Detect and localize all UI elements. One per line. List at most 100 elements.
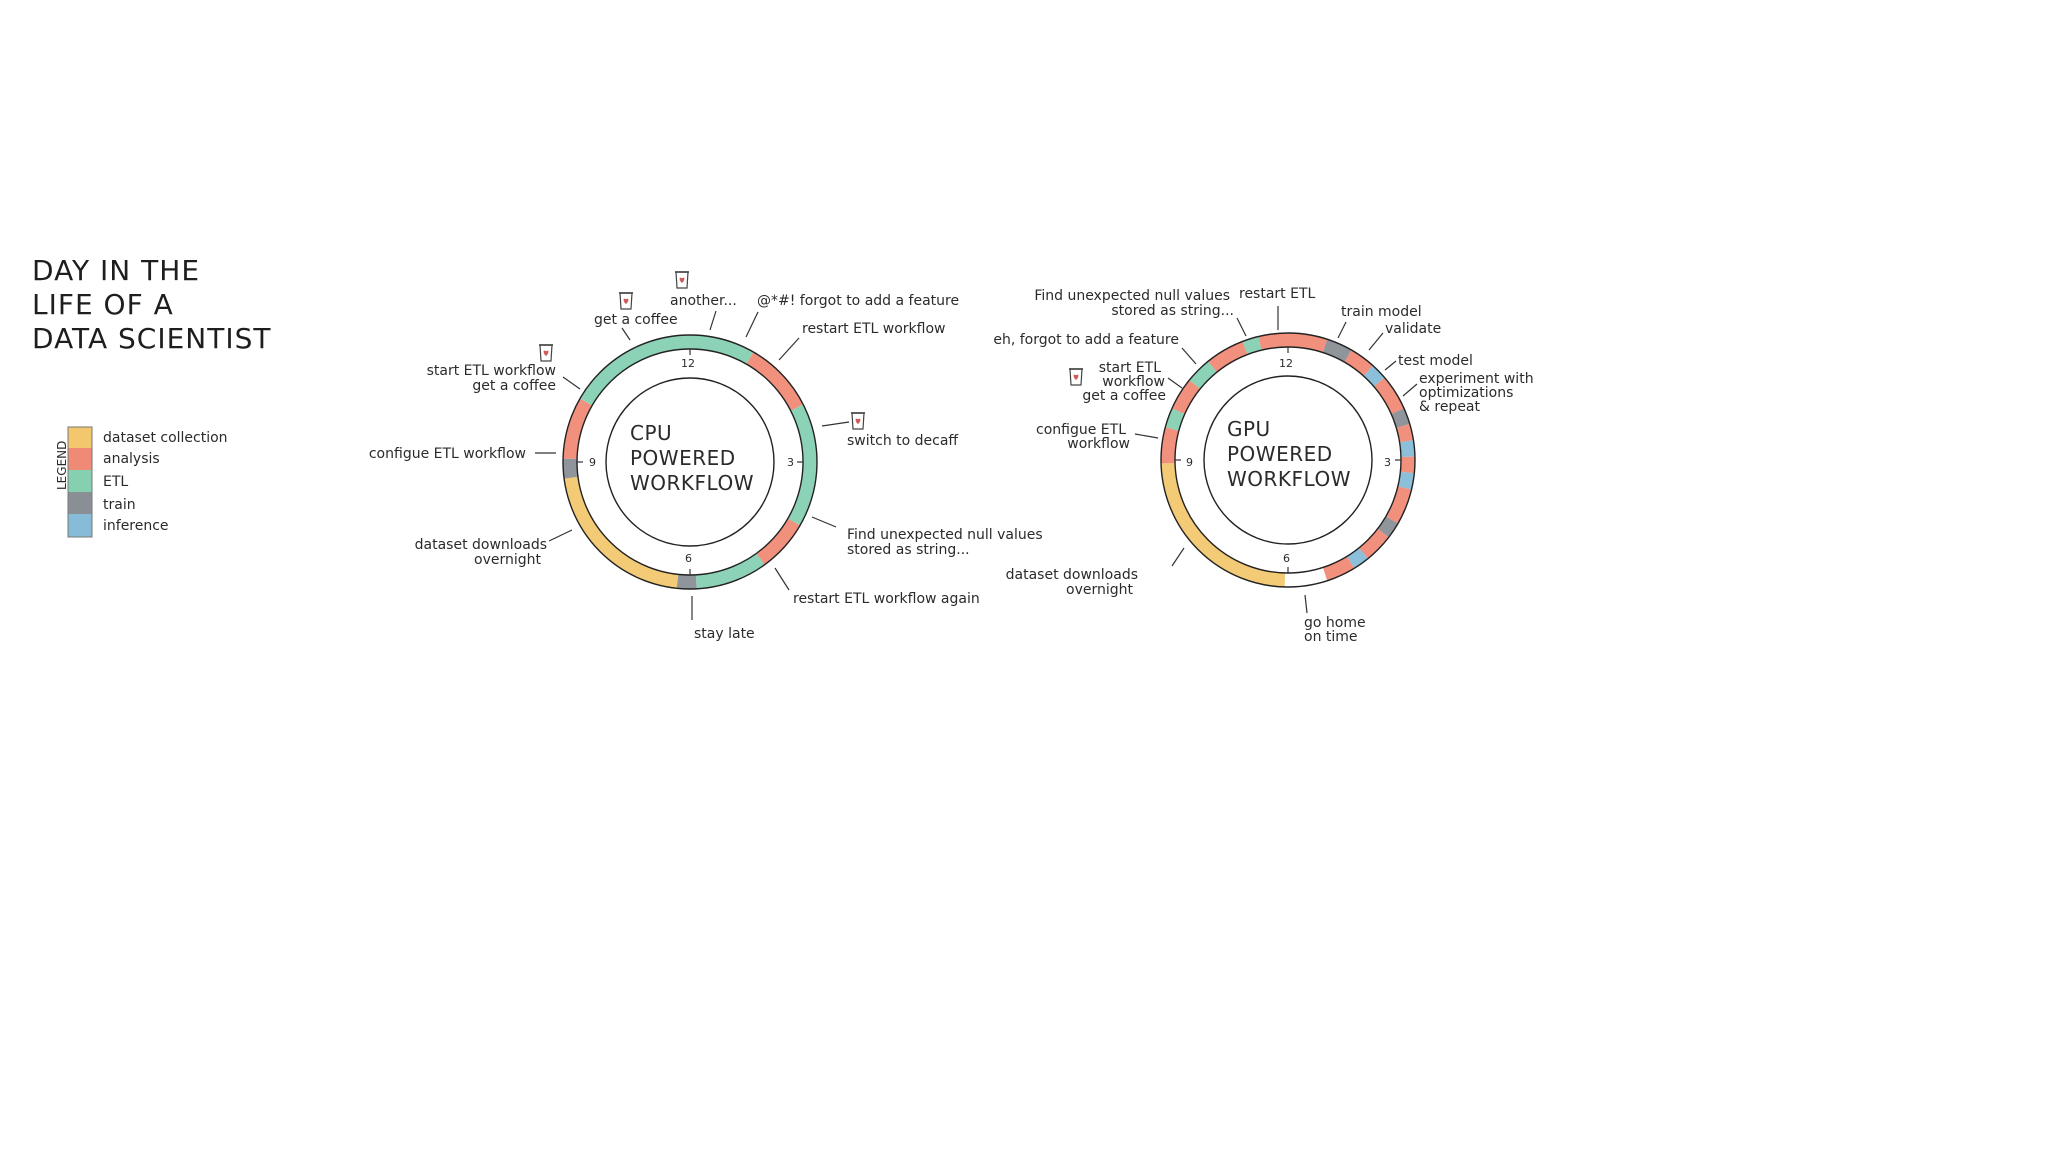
cpu-note-configure-etl: configue ETL workflow <box>369 446 526 462</box>
cpu-segment-etl <box>580 335 690 406</box>
cpu-leader-switch-decaff <box>821 421 850 427</box>
cpu-note-downloads-line-2: overnight <box>474 552 541 568</box>
gpu-segment-analysis <box>1359 528 1389 559</box>
cpu-clock-outer-ring <box>562 334 818 590</box>
gpu-tick-6: 6 <box>1283 552 1290 565</box>
gpu-note-restart-etl: restart ETL <box>1239 286 1316 302</box>
gpu-note-train-model: train model <box>1341 304 1422 320</box>
gpu-note-validate: validate <box>1385 321 1441 337</box>
gpu-tick-12: 12 <box>1279 357 1293 370</box>
gpu-note-start-etl-line-1: start ETL <box>1099 360 1161 376</box>
legend-label-inference: inference <box>103 518 169 534</box>
cpu-note-start-etl-line-2: get a coffee <box>472 378 556 394</box>
cpu-note-get-coffee: get a coffee <box>594 312 678 328</box>
legend-swatch-etl <box>68 470 92 492</box>
legend-label-dataset-collection: dataset collection <box>103 430 228 446</box>
gpu-note-configure-etl-line-1: configue ETL <box>1036 422 1126 438</box>
cpu-segment-etl <box>690 335 754 365</box>
coffee-cup-icon <box>538 344 554 362</box>
cpu-segment-train <box>676 574 697 589</box>
infographic-canvas: DAY IN THE LIFE OF A DATA SCIENTIST LEGE… <box>32 254 1534 645</box>
legend-label-analysis: analysis <box>103 451 160 467</box>
cpu-center-line-2: POWERED <box>630 446 736 470</box>
gpu-segment-etl <box>1242 336 1262 355</box>
cpu-clock-center-circle <box>605 377 775 547</box>
cpu-note-start-etl-line-1: start ETL workflow <box>427 363 556 379</box>
cpu-segment-etl <box>787 404 818 526</box>
cpu-center-line-3: WORKFLOW <box>630 471 754 495</box>
gpu-clock-outer-ring <box>1160 332 1416 588</box>
gpu-leader-start-etl <box>1167 377 1183 389</box>
legend-swatch-train <box>68 492 92 514</box>
legend-label-train: train <box>103 497 136 513</box>
cpu-leader-restart-again <box>774 567 790 591</box>
coffee-cup-icon <box>1068 368 1084 386</box>
gpu-leader-experiment <box>1402 383 1418 397</box>
gpu-segment-analysis <box>1258 333 1288 351</box>
gpu-note-null-values-line-1: Find unexpected null values <box>1034 288 1230 304</box>
gpu-leader-forgot-feature <box>1181 347 1197 365</box>
gpu-segment-analysis <box>1171 380 1201 415</box>
infographic-title: DAY IN THE LIFE OF A DATA SCIENTIST <box>32 254 272 355</box>
cpu-tick-12: 12 <box>681 357 695 370</box>
gpu-center-line-1: GPU <box>1227 417 1271 441</box>
cpu-note-restart-etl: restart ETL workflow <box>802 321 945 337</box>
cpu-segment-etl <box>695 553 765 589</box>
gpu-clock: 12 3 6 9 GPU POWERED WORKFLOW Find unexp… <box>993 286 1533 645</box>
cpu-leader-forgot-feature <box>745 311 759 338</box>
gpu-leader-go-home <box>1304 594 1308 614</box>
gpu-segment-inference <box>1363 365 1385 387</box>
cpu-leader-another <box>709 310 717 331</box>
title-line-1: DAY IN THE <box>32 254 200 287</box>
cpu-leader-start-etl <box>562 376 581 390</box>
cpu-note-restart-again: restart ETL workflow again <box>793 591 980 607</box>
gpu-segment-inference <box>1397 471 1415 490</box>
title-line-3: DATA SCIENTIST <box>32 322 272 355</box>
gpu-segment-train <box>1391 408 1410 428</box>
coffee-cup-icon <box>850 412 866 430</box>
gpu-segment-inference <box>1347 547 1368 569</box>
gpu-note-configure-etl-line-2: workflow <box>1067 436 1130 452</box>
cpu-segment-analysis <box>746 352 804 411</box>
gpu-note-downloads-line-2: overnight <box>1066 582 1133 598</box>
cpu-tick-9: 9 <box>589 456 596 469</box>
gpu-note-go-home-line-1: go home <box>1304 615 1366 631</box>
cpu-tick-6: 6 <box>685 552 692 565</box>
gpu-segment-dataset-collection <box>1161 462 1286 587</box>
gpu-segment-train <box>1322 339 1352 363</box>
cpu-segment-dataset-collection <box>564 476 679 589</box>
gpu-note-start-etl-line-3: get a coffee <box>1082 388 1166 404</box>
cpu-leader-get-coffee <box>621 327 631 341</box>
gpu-leader-null-values <box>1236 317 1247 337</box>
gpu-segment-analysis <box>1161 427 1179 464</box>
gpu-center-line-2: POWERED <box>1227 442 1333 466</box>
gpu-tick-9: 9 <box>1186 456 1193 469</box>
gpu-tick-3: 3 <box>1384 456 1391 469</box>
cpu-note-switch-decaff: switch to decaff <box>847 433 958 449</box>
gpu-clock-center-circle <box>1203 375 1373 545</box>
gpu-segment-analysis <box>1396 423 1414 443</box>
cpu-leader-downloads <box>548 529 573 542</box>
cpu-annotations: another... @*#! forgot to add a feature … <box>369 271 1043 642</box>
cpu-clock: 12 3 6 9 CPU POWERED WORKFLOW another...… <box>369 271 1043 642</box>
gpu-segment-analysis <box>1344 350 1373 377</box>
gpu-clock-ticks: 12 3 6 9 <box>1175 347 1401 573</box>
cpu-center-line-1: CPU <box>630 421 672 445</box>
gpu-annotations: Find unexpected null values stored as st… <box>993 286 1533 645</box>
gpu-segment-analysis <box>1373 377 1405 415</box>
gpu-note-go-home-line-2: on time <box>1304 629 1358 645</box>
legend-swatch-analysis <box>68 448 92 470</box>
cpu-clock-ticks: 12 3 6 9 <box>577 349 803 575</box>
gpu-note-experiment-line-1: experiment with <box>1419 371 1534 387</box>
cpu-note-another: another... <box>670 293 737 309</box>
cpu-clock-center-label: CPU POWERED WORKFLOW <box>630 421 754 495</box>
gpu-leader-test-model <box>1384 360 1397 371</box>
gpu-center-line-3: WORKFLOW <box>1227 467 1351 491</box>
gpu-note-null-values-line-2: stored as string... <box>1111 303 1234 319</box>
gpu-note-forgot-feature: eh, forgot to add a feature <box>993 332 1179 348</box>
legend-heading: LEGEND <box>55 441 69 490</box>
cpu-segment-analysis <box>563 398 593 460</box>
legend-label-etl: ETL <box>103 474 128 490</box>
cpu-note-null-values-line-1: Find unexpected null values <box>847 527 1043 543</box>
gpu-segment-etl <box>1189 361 1217 389</box>
